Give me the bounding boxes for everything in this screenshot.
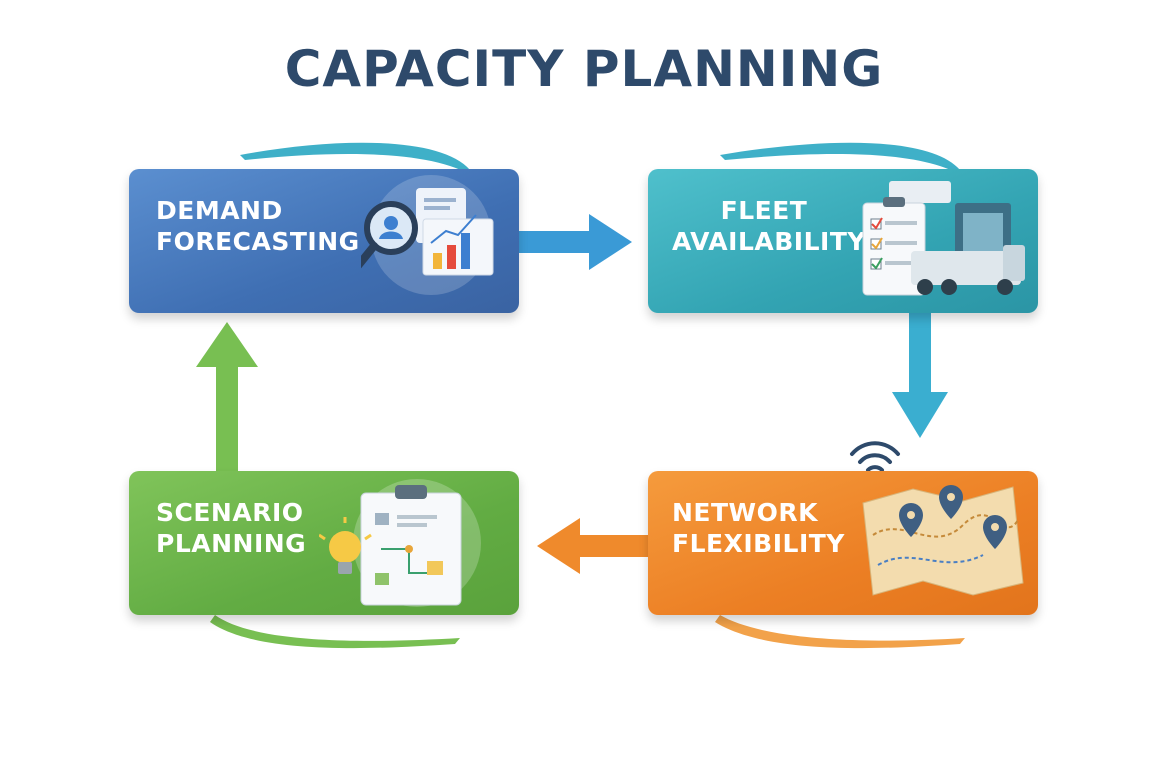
map-pins-icon bbox=[862, 485, 1024, 596]
arrow-network-to-scenario bbox=[537, 518, 648, 574]
arrow-scenario-to-demand bbox=[196, 322, 258, 471]
step-network-flexibility: NETWORK FLEXIBILITY bbox=[648, 471, 1038, 615]
step-scenario-planning: SCENARIO PLANNING bbox=[129, 471, 519, 615]
step-demand-forecasting: DEMAND FORECASTING bbox=[129, 169, 519, 313]
step-label: NETWORK FLEXIBILITY bbox=[672, 498, 845, 558]
step-label: DEMAND FORECASTING bbox=[156, 196, 360, 256]
swoosh-bottom-left bbox=[210, 615, 460, 649]
step-fleet-availability: FLEET AVAILABILITY bbox=[648, 169, 1038, 313]
arrow-demand-to-fleet bbox=[519, 214, 632, 270]
checklist-truck-icon bbox=[862, 181, 1025, 296]
magnifier-chart-icon bbox=[361, 175, 494, 295]
step-label: SCENARIO PLANNING bbox=[156, 498, 307, 558]
page-title: CAPACITY PLANNING bbox=[284, 40, 884, 98]
clipboard-lightbulb-icon bbox=[319, 479, 481, 607]
swoosh-top-left bbox=[240, 142, 478, 180]
arrow-fleet-to-network bbox=[892, 313, 948, 438]
swoosh-top-right bbox=[720, 142, 968, 180]
step-label: FLEET AVAILABILITY bbox=[672, 196, 866, 256]
swoosh-bottom-right bbox=[715, 615, 965, 649]
